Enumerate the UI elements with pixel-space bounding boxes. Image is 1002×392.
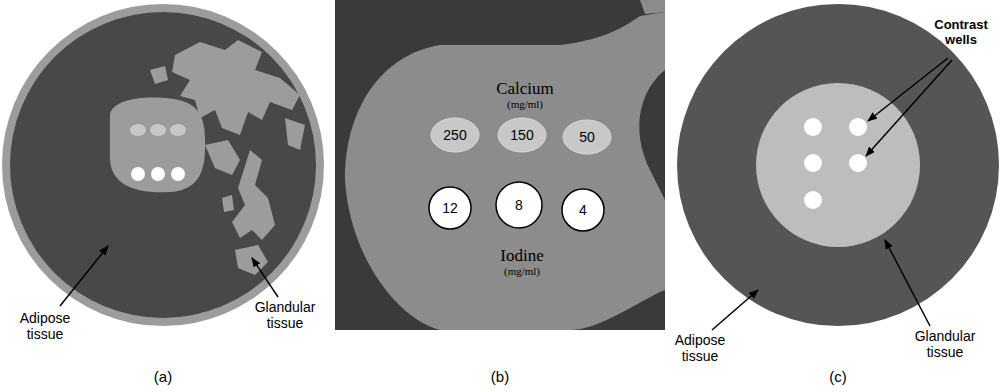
calcium-well: 250 [430,117,480,153]
iodine-well: 12 [428,186,472,230]
iodine-well: 4 [561,188,605,232]
glandular-patch [640,0,665,14]
iodine-well: 8 [495,181,543,229]
tissue-label: Adipose tissue [662,332,738,364]
calcium-well: 50 [562,119,612,155]
concentration-value: 150 [510,128,533,142]
tissue-label: Adipose tissue [7,310,83,342]
concentration-value: 4 [579,203,587,217]
concentration-value: 250 [443,128,466,142]
panel-caption: (a) [143,368,183,385]
concentration-value: 12 [442,201,458,215]
tissue-label: Glandular tissue [905,328,985,360]
material-heading: Iodine (mg/ml) [486,246,558,278]
region-outline [335,0,665,330]
concentration-value: 8 [515,198,523,212]
glandular-region: Calcium (mg/ml) Iodine (mg/ml) 250 150 50 12 8… [335,0,665,330]
tissue-label: Glandular tissue [245,299,325,331]
breast-phantom-c [677,4,999,330]
concentration-value: 50 [579,130,595,144]
breast-phantom-a [2,4,324,326]
panel-caption: (b) [480,368,520,385]
panel-caption: (c) [818,368,858,385]
wells-label: Contrast wells [926,18,996,48]
zoom-background [335,0,665,330]
material-heading: Calcium (mg/ml) [489,79,561,111]
calcium-well: 150 [497,117,547,153]
